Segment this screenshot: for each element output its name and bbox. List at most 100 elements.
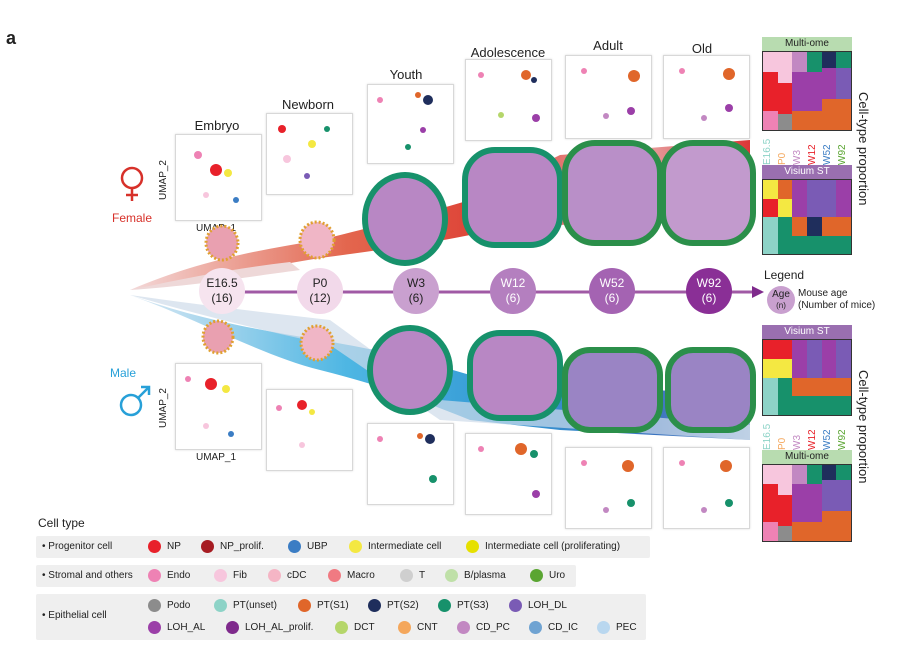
- legend-item-uro: Uro: [530, 569, 565, 582]
- node-n: (6): [408, 291, 424, 305]
- swatch: [148, 569, 161, 582]
- stage-label-old: Old: [691, 41, 713, 56]
- category-label: Stromal and others: [48, 570, 133, 581]
- legend-label: Macro: [347, 570, 375, 581]
- legend-item-pt-s3: PT(S3): [438, 599, 489, 612]
- swatch: [148, 540, 161, 553]
- legend-label: PT(S3): [457, 600, 489, 611]
- tissue-male-w92: [665, 347, 756, 433]
- legend-age-circle: Age (n): [767, 286, 795, 314]
- proportion-title-male: Cell-type proportion: [856, 370, 871, 484]
- node-code: W3: [407, 276, 425, 290]
- stage-label-adult: Adult: [593, 38, 623, 53]
- legend-label: NP: [167, 541, 181, 552]
- legend-title: Legend: [764, 268, 805, 282]
- legend-label: Intermediate cell: [368, 541, 442, 552]
- legend-label: cDC: [287, 570, 307, 581]
- legend-label: LOH_DL: [528, 600, 567, 611]
- legend-item-cdc: cDC: [268, 569, 306, 582]
- timeline-node-w12: W12 (6): [490, 268, 536, 314]
- panel-label: a: [6, 28, 17, 48]
- legend-n: (n): [776, 301, 786, 310]
- node-n: (6): [505, 291, 521, 305]
- tissue-female-w12: [462, 147, 563, 248]
- swatch: [201, 540, 214, 553]
- female-icon: [120, 166, 144, 201]
- swatch: [530, 569, 543, 582]
- node-n: (6): [701, 291, 717, 305]
- proportion-panel-female: Multi-ome E16.5 P0 W3 W12 W52 W92 Visium…: [762, 37, 852, 255]
- umap-plot-male-e16: [175, 363, 262, 450]
- node-n: (16): [211, 291, 233, 305]
- age-label: W92: [837, 144, 848, 165]
- female-label: Female: [112, 211, 153, 225]
- legend-desc: Mouse age (Number of mice): [798, 288, 875, 312]
- legend-item-np: NP: [148, 540, 181, 553]
- proportion-title-female: Cell-type proportion: [856, 92, 871, 206]
- age-label: W12: [807, 144, 818, 165]
- legend-label: LOH_AL: [167, 622, 206, 633]
- legend-item-cd-pc: CD_PC: [457, 621, 510, 634]
- legend-item-cnt: CNT: [398, 621, 438, 634]
- node-n: (6): [604, 291, 620, 305]
- age-labels-female: E16.5 P0 W3 W12 W52 W92: [762, 131, 852, 165]
- legend-item-loh-al: LOH_AL: [148, 621, 205, 634]
- swatch: [509, 599, 522, 612]
- umap-plot-male-w12: [465, 433, 552, 515]
- age-label: P0: [777, 152, 788, 165]
- umap-plot-female-e16: [175, 134, 262, 221]
- legend-item-podo: Podo: [148, 599, 190, 612]
- legend-label: PT(S1): [317, 600, 349, 611]
- stacked-bars-multiome-female: [762, 51, 852, 131]
- tissue-female-e16: [204, 224, 240, 262]
- umap-plot-female-w12: [465, 59, 552, 141]
- umap-plot-female-w52: [565, 55, 652, 139]
- swatch: [226, 621, 239, 634]
- legend-item-pt-unset: PT(unset): [214, 599, 277, 612]
- legend-label: DCT: [354, 622, 375, 633]
- legend-label: UBP: [307, 541, 328, 552]
- category-progenitor: • Progenitor cell: [42, 541, 113, 552]
- legend-item-endo: Endo: [148, 569, 190, 582]
- legend-item-loh-dl: LOH_DL: [509, 599, 567, 612]
- legend-label: T: [419, 570, 426, 581]
- age-label: W92: [837, 429, 848, 450]
- node-n: (12): [309, 291, 331, 305]
- node-code: E16.5: [206, 276, 238, 290]
- male-label: Male: [110, 366, 137, 380]
- legend-n-desc: (Number of mice): [798, 300, 876, 311]
- legend-label: Endo: [167, 570, 191, 581]
- tissue-male-w3: [367, 325, 453, 415]
- stacked-bars-visium-male: [762, 339, 852, 416]
- stage-label-adolescence: Adolescence: [470, 45, 546, 60]
- legend-item-loh-al-prolif: LOH_AL_prolif.: [226, 621, 313, 634]
- swatch: [268, 569, 281, 582]
- legend-age-desc: Mouse age: [798, 288, 848, 299]
- node-code: P0: [312, 276, 328, 290]
- tissue-male-w52: [562, 347, 663, 433]
- swatch: [457, 621, 470, 634]
- legend-label: Podo: [167, 600, 191, 611]
- legend-item-intermediate: Intermediate cell: [349, 540, 441, 553]
- legend-item-ubp: UBP: [288, 540, 328, 553]
- stacked-bars-visium-female: [762, 179, 852, 255]
- legend-item-cd-ic: CD_IC: [529, 621, 578, 634]
- age-label: E16.5: [762, 423, 773, 450]
- swatch: [349, 540, 362, 553]
- swatch: [398, 621, 411, 634]
- tissue-male-p0: [299, 324, 335, 362]
- tissue-female-w52: [562, 140, 663, 246]
- umap-x-label-male: UMAP_1: [196, 452, 237, 463]
- legend-label: Fib: [233, 570, 247, 581]
- legend-item-bplasma: B/plasma: [445, 569, 506, 582]
- swatch: [328, 569, 341, 582]
- swatch: [288, 540, 301, 553]
- node-code: W12: [500, 276, 526, 290]
- timeline-node-w3: W3 (6): [393, 268, 439, 314]
- timeline-arrowhead: [752, 286, 764, 298]
- swatch: [466, 540, 479, 553]
- legend-label: Intermediate cell (proliferating): [485, 541, 621, 552]
- legend-item-macro: Macro: [328, 569, 375, 582]
- legend-label: PT(S2): [387, 600, 419, 611]
